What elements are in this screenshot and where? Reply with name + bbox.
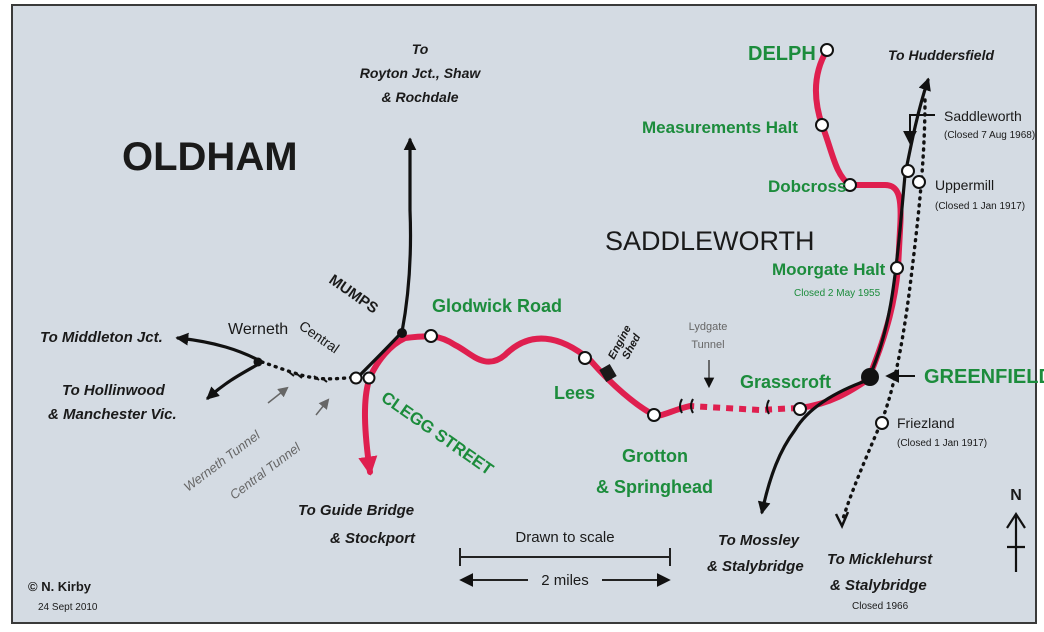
station-note-friezland: (Closed 1 Jan 1917) [897, 438, 987, 449]
station-mumps-marker[interactable] [397, 328, 407, 338]
scale-bar [459, 548, 671, 566]
lydgate-tunnel-label-2: Tunnel [691, 339, 724, 351]
station-grotton-marker[interactable] [647, 408, 661, 422]
station-lees-marker[interactable] [578, 351, 592, 365]
station-label-friezland: Friezland [897, 415, 955, 431]
scale-label: Drawn to scale [515, 529, 614, 546]
line-to-huddersfield [868, 77, 931, 377]
station-note-uppermill: (Closed 1 Jan 1917) [935, 201, 1025, 212]
central-tunnel-portal-icon [313, 375, 328, 383]
station-label-grasscroft: Grasscroft [740, 372, 831, 392]
station-central-marker[interactable] [349, 371, 363, 385]
station-glodwick-road-marker[interactable] [424, 329, 438, 343]
line-to-mossley [757, 378, 870, 515]
destination-micklehurst: To Micklehurst [827, 551, 933, 568]
destination-micklehurst-stalybridge: & Stalybridge [830, 577, 927, 594]
lydgate-tunnel-portal-icon [679, 398, 694, 414]
lydgate-tunnel-label: Lydgate [689, 321, 728, 333]
line-to-rochdale [400, 137, 417, 334]
station-note-moorgate: Closed 2 May 1955 [794, 288, 881, 299]
line-to-guide-bridge [358, 377, 378, 476]
station-dobcross-marker[interactable] [843, 178, 857, 192]
station-label-uppermill: Uppermill [935, 177, 994, 193]
station-label-greenfield: GREENFIELD [924, 366, 1044, 388]
credit-date: 24 Sept 2010 [38, 602, 98, 613]
micklehurst-arrow-icon [834, 511, 850, 529]
destination-micklehurst-closed: Closed 1966 [852, 601, 909, 612]
station-label-dobcross: Dobcross [768, 177, 846, 196]
destination-stockport: & Stockport [330, 530, 416, 547]
station-clegg-street-marker[interactable] [362, 371, 376, 385]
station-label-werneth: Werneth [228, 321, 288, 338]
destination-royton-to: To [412, 41, 429, 57]
destination-mossley-stalybridge: & Stalybridge [707, 558, 804, 575]
destination-hollinwood: To Hollinwood [62, 382, 166, 399]
destination-rochdale: & Rochdale [381, 89, 458, 105]
werneth-tunnel-portal-icon [288, 371, 303, 379]
destination-guide-bridge: To Guide Bridge [298, 502, 414, 519]
map-background [11, 4, 1037, 624]
werneth-tunnel-pointer-icon [267, 386, 289, 404]
micklehurst-loop [840, 98, 927, 524]
station-note-saddleworth: (Closed 7 Aug 1968) [944, 130, 1035, 141]
town-label-saddleworth: SADDLEWORTH [605, 226, 815, 256]
station-label-measurements-halt: Measurements Halt [642, 118, 798, 137]
destination-mossley: To Mossley [718, 532, 800, 549]
destination-royton: Royton Jct., Shaw [360, 65, 482, 81]
north-arrow-icon [1006, 511, 1026, 572]
lydgate-tunnel-east-portal-icon [766, 399, 770, 415]
station-saddleworth-marker[interactable] [901, 164, 915, 178]
saddleworth-pointer-icon [903, 114, 935, 145]
engine-shed-icon [599, 363, 617, 383]
station-label-lees: Lees [554, 383, 595, 403]
station-label-saddleworth: Saddleworth [944, 108, 1022, 124]
destination-manchester-vic: & Manchester Vic. [48, 406, 177, 423]
destination-middleton: To Middleton Jct. [40, 329, 163, 346]
town-label-oldham: OLDHAM [122, 135, 298, 179]
station-greenfield-marker[interactable] [861, 368, 879, 386]
credit-author: © N. Kirby [28, 579, 92, 594]
station-label-grotton: Grotton [622, 446, 688, 466]
station-werneth-marker[interactable] [253, 357, 263, 367]
station-label-glodwick-road: Glodwick Road [432, 296, 562, 316]
station-delph-marker[interactable] [820, 43, 834, 57]
central-tunnel-pointer-icon [315, 398, 330, 416]
station-uppermill-marker[interactable] [912, 175, 926, 189]
delph-branch-line [813, 47, 904, 378]
station-moorgate-halt-marker[interactable] [890, 261, 904, 275]
station-label-delph: DELPH [748, 43, 816, 65]
station-grasscroft-marker[interactable] [793, 402, 807, 416]
station-measurements-halt-marker[interactable] [815, 118, 829, 132]
station-label-springhead: & Springhead [596, 477, 713, 497]
station-friezland-marker[interactable] [875, 416, 889, 430]
destination-huddersfield: To Huddersfield [888, 47, 994, 63]
scale-distance: 2 miles [541, 572, 589, 589]
north-label: N [1010, 487, 1022, 504]
station-label-moorgate-halt: Moorgate Halt [772, 260, 886, 279]
lydgate-tunnel-section [689, 403, 799, 414]
